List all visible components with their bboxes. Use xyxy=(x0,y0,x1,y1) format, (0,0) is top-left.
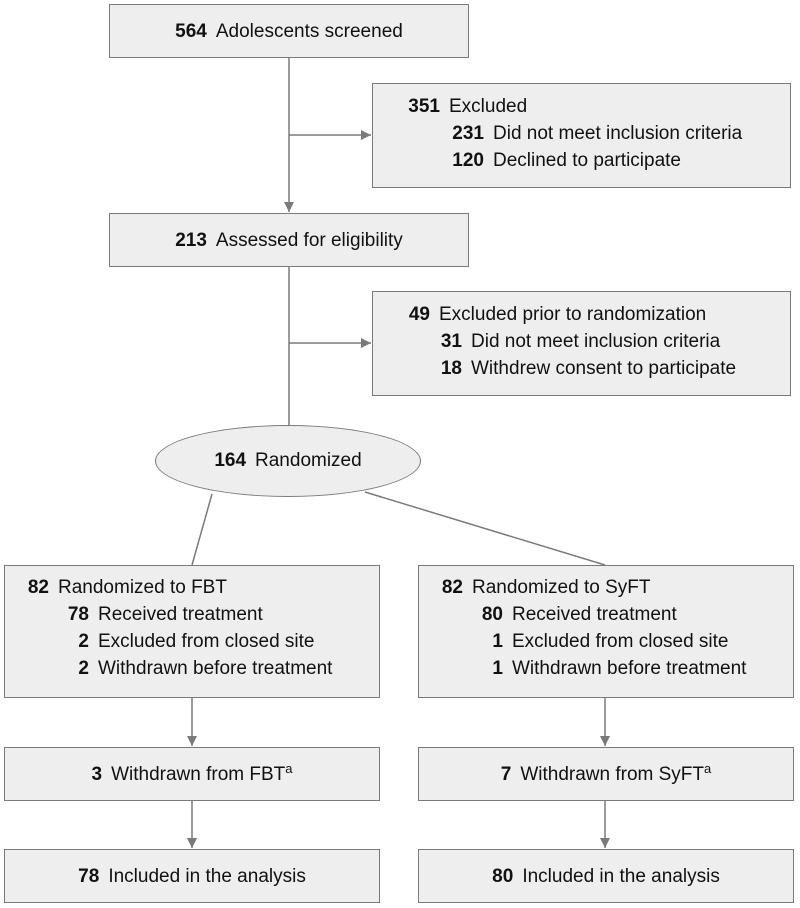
assessed-label: Assessed for eligibility xyxy=(215,229,403,251)
screened-box: 564 Adolescents screened xyxy=(109,4,469,58)
fbt-withdrawn-before-count: 2 xyxy=(78,658,89,679)
excluded-prior-label: Excluded prior to randomization xyxy=(439,304,707,325)
fbt-analysis-box: 78 Included in the analysis xyxy=(4,849,380,903)
fbt-analysis-label: Included in the analysis xyxy=(108,865,306,887)
syft-withdrawn-before-label: Withdrawn before treatment xyxy=(512,658,747,679)
fbt-withdrawn-count: 3 xyxy=(91,763,103,785)
assessed-box: 213 Assessed for eligibility xyxy=(109,213,469,267)
syft-withdrawn-before-count: 1 xyxy=(492,658,503,679)
fbt-withdrawn-box: 3 Withdrawn from FBTa xyxy=(4,747,380,801)
excluded-prior-criteria-count: 31 xyxy=(440,331,462,352)
excluded-prior-box: 49 Excluded prior to randomization 31 Did … xyxy=(372,291,791,396)
excluded-criteria-label: Did not meet inclusion criteria xyxy=(493,123,743,144)
syft-count: 82 xyxy=(441,577,463,598)
fbt-closed-site-count: 2 xyxy=(78,631,89,652)
fbt-label: Randomized to FBT xyxy=(58,577,227,598)
fbt-analysis-count: 78 xyxy=(78,865,100,887)
syft-label: Randomized to SyFT xyxy=(472,577,651,598)
fbt-closed-site-label: Excluded from closed site xyxy=(98,631,315,652)
screened-count: 564 xyxy=(175,20,207,42)
syft-closed-site-count: 1 xyxy=(492,631,503,652)
syft-analysis-count: 80 xyxy=(492,865,514,887)
syft-box: 82 Randomized to SyFT 80 Received treatmen… xyxy=(418,565,794,698)
excluded-criteria-count: 231 xyxy=(452,123,484,144)
excluded-declined-label: Declined to participate xyxy=(493,150,681,171)
fbt-received-label: Received treatment xyxy=(98,604,263,625)
syft-withdrawn-box: 7 Withdrawn from SyFTa xyxy=(418,747,794,801)
screened-label: Adolescents screened xyxy=(215,20,403,42)
syft-received-count: 80 xyxy=(481,604,503,625)
fbt-withdrawn-before-label: Withdrawn before treatment xyxy=(98,658,333,679)
line-randomized-to-fbt xyxy=(191,493,213,566)
syft-analysis-box: 80 Included in the analysis xyxy=(418,849,794,903)
excluded-prior-withdrew-count: 18 xyxy=(440,358,462,379)
assessed-count: 213 xyxy=(175,229,207,251)
excluded-count: 351 xyxy=(408,96,440,117)
syft-withdrawn-count: 7 xyxy=(500,763,512,785)
excluded-prior-criteria-label: Did not meet inclusion criteria xyxy=(471,331,721,352)
syft-closed-site-label: Excluded from closed site xyxy=(512,631,729,652)
excluded-label: Excluded xyxy=(449,96,528,117)
excluded-prior-count: 49 xyxy=(408,304,430,325)
syft-withdrawn-label: Withdrawn from SyFT xyxy=(520,763,705,785)
syft-analysis-label: Included in the analysis xyxy=(522,865,720,887)
fbt-withdrawn-label: Withdrawn from FBT xyxy=(111,763,286,785)
excluded-prior-withdrew-label: Withdrew consent to participate xyxy=(471,358,737,379)
randomized-label: Randomized xyxy=(255,450,362,471)
syft-received-label: Received treatment xyxy=(512,604,677,625)
fbt-withdrawn-footnote: a xyxy=(285,760,293,776)
syft-withdrawn-footnote: a xyxy=(704,760,712,776)
fbt-box: 82 Randomized to FBT 78 Received treatment… xyxy=(4,565,380,698)
excluded-declined-count: 120 xyxy=(452,150,484,171)
randomized-ellipse: 164 Randomized xyxy=(155,425,421,497)
randomized-count: 164 xyxy=(214,450,247,471)
excluded-box: 351 Excluded 231 Did not meet inclusion cr… xyxy=(372,83,791,188)
fbt-received-count: 78 xyxy=(67,604,89,625)
fbt-count: 82 xyxy=(27,577,49,598)
line-randomized-to-syft xyxy=(364,491,606,566)
